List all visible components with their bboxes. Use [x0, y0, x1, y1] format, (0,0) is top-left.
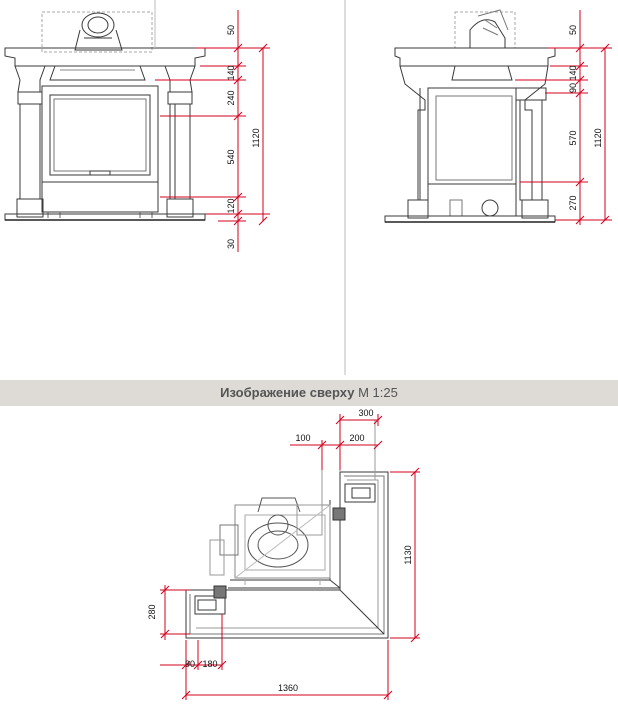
front-dimensions — [155, 10, 270, 252]
section-title-bold: Изображение сверху — [220, 385, 355, 400]
top-view — [185, 420, 389, 639]
top-slab-outline — [185, 471, 389, 639]
top-dim-200: 200 — [349, 433, 364, 443]
front-view — [4, 0, 346, 375]
front-firebox — [41, 85, 159, 183]
side-dim-270: 270 — [568, 195, 578, 210]
side-dim-140: 140 — [568, 65, 578, 80]
side-dim-50: 50 — [568, 25, 578, 35]
top-insert — [209, 497, 331, 585]
front-dimension-labels: 50 140 240 540 120 30 1120 — [226, 25, 261, 249]
side-flue — [469, 9, 509, 48]
top-dim-1130: 1130 — [403, 545, 413, 564]
top-dim-300: 300 — [358, 408, 373, 418]
top-dim-100: 100 — [295, 433, 310, 443]
side-mantel — [394, 47, 556, 67]
right-column — [164, 65, 196, 218]
side-dimension-labels: 50 140 90 570 270 1120 — [568, 25, 603, 211]
side-dim-90: 90 — [568, 83, 578, 93]
top-dimensions — [160, 414, 420, 700]
top-dim-280: 280 — [147, 604, 157, 619]
front-dim-240: 240 — [226, 90, 236, 105]
front-dim-540: 540 — [226, 149, 236, 164]
side-dim-total: 1120 — [593, 128, 603, 147]
side-dimensions — [515, 10, 612, 225]
top-dim-180: 180 — [202, 659, 217, 669]
top-dimension-labels: 300 100 200 1130 280 90 180 1360 — [147, 408, 413, 693]
flue-cylinder — [74, 12, 123, 51]
front-dim-140: 140 — [226, 65, 236, 80]
section-scale: M 1:25 — [358, 385, 398, 400]
side-firebox — [427, 87, 517, 185]
mantel-shelf — [4, 47, 206, 67]
top-dim-1360: 1360 — [278, 683, 298, 693]
top-dim-90: 90 — [185, 659, 195, 669]
side-dim-570: 570 — [568, 130, 578, 145]
left-column — [14, 65, 46, 218]
section-title: Изображение сверху M 1:25 — [0, 380, 618, 406]
front-dim-total: 1120 — [251, 128, 261, 147]
section-title-bar — [0, 380, 618, 406]
front-dim-120: 120 — [226, 198, 236, 213]
front-dim-30: 30 — [226, 239, 236, 249]
front-dim-50: 50 — [226, 25, 236, 35]
side-view — [384, 9, 556, 223]
